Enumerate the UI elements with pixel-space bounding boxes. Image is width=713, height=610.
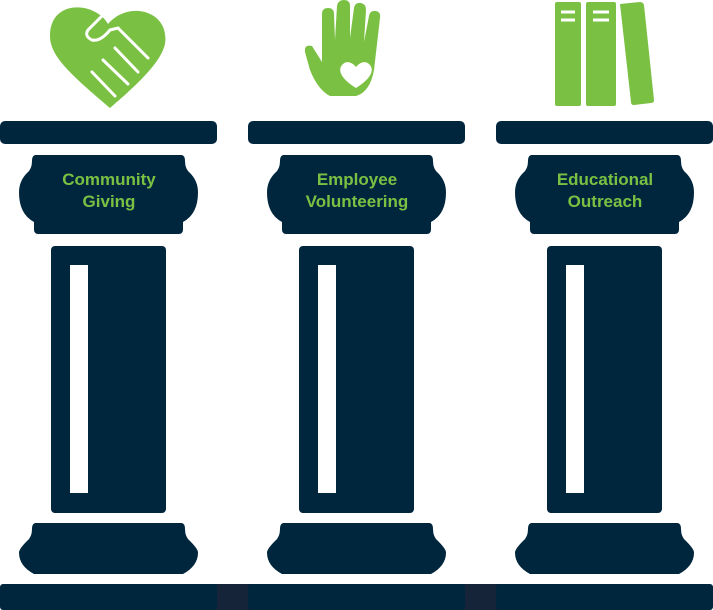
pillar-capital-base — [282, 214, 431, 234]
pillar-top-slab — [496, 121, 713, 144]
floor-segment — [496, 584, 713, 610]
label-line: Community — [62, 170, 156, 189]
pillar-label-employee-volunteering: Employee Volunteering — [267, 169, 447, 213]
label-line: Giving — [82, 192, 136, 211]
pillar-highlight — [566, 265, 584, 493]
floor-segment — [0, 584, 217, 610]
pillar-shaft — [51, 246, 166, 513]
label-line: Employee — [316, 170, 398, 189]
pillar-shaft — [299, 246, 414, 513]
pillar-capital — [515, 155, 694, 222]
pillar-2 — [248, 121, 465, 574]
label-line: Outreach — [567, 192, 643, 211]
pillar-highlight — [318, 265, 336, 493]
pillar-highlight — [70, 265, 88, 493]
pillar-capital — [19, 155, 198, 222]
pillar-label-educational-outreach: Educational Outreach — [515, 169, 695, 213]
pillar-1 — [0, 121, 217, 574]
pillar-base — [515, 523, 694, 574]
hand-heart-icon — [304, 0, 381, 96]
pillar-base — [267, 523, 446, 574]
floor-segment — [248, 584, 465, 610]
pillar-3 — [496, 121, 713, 574]
handshake-heart-icon — [50, 7, 166, 108]
pillar-shaft — [547, 246, 662, 513]
pillar-base — [19, 523, 198, 574]
pillar-label-community-giving: Community Giving — [19, 169, 199, 213]
label-line: Educational — [556, 170, 654, 189]
pillar-capital-base — [530, 214, 679, 234]
pillar-capital — [267, 155, 446, 222]
books-icon — [555, 2, 654, 106]
label-line: Volunteering — [305, 192, 409, 211]
pillar-capital-base — [34, 214, 183, 234]
pillar-top-slab — [0, 121, 217, 144]
pillar-top-slab — [248, 121, 465, 144]
